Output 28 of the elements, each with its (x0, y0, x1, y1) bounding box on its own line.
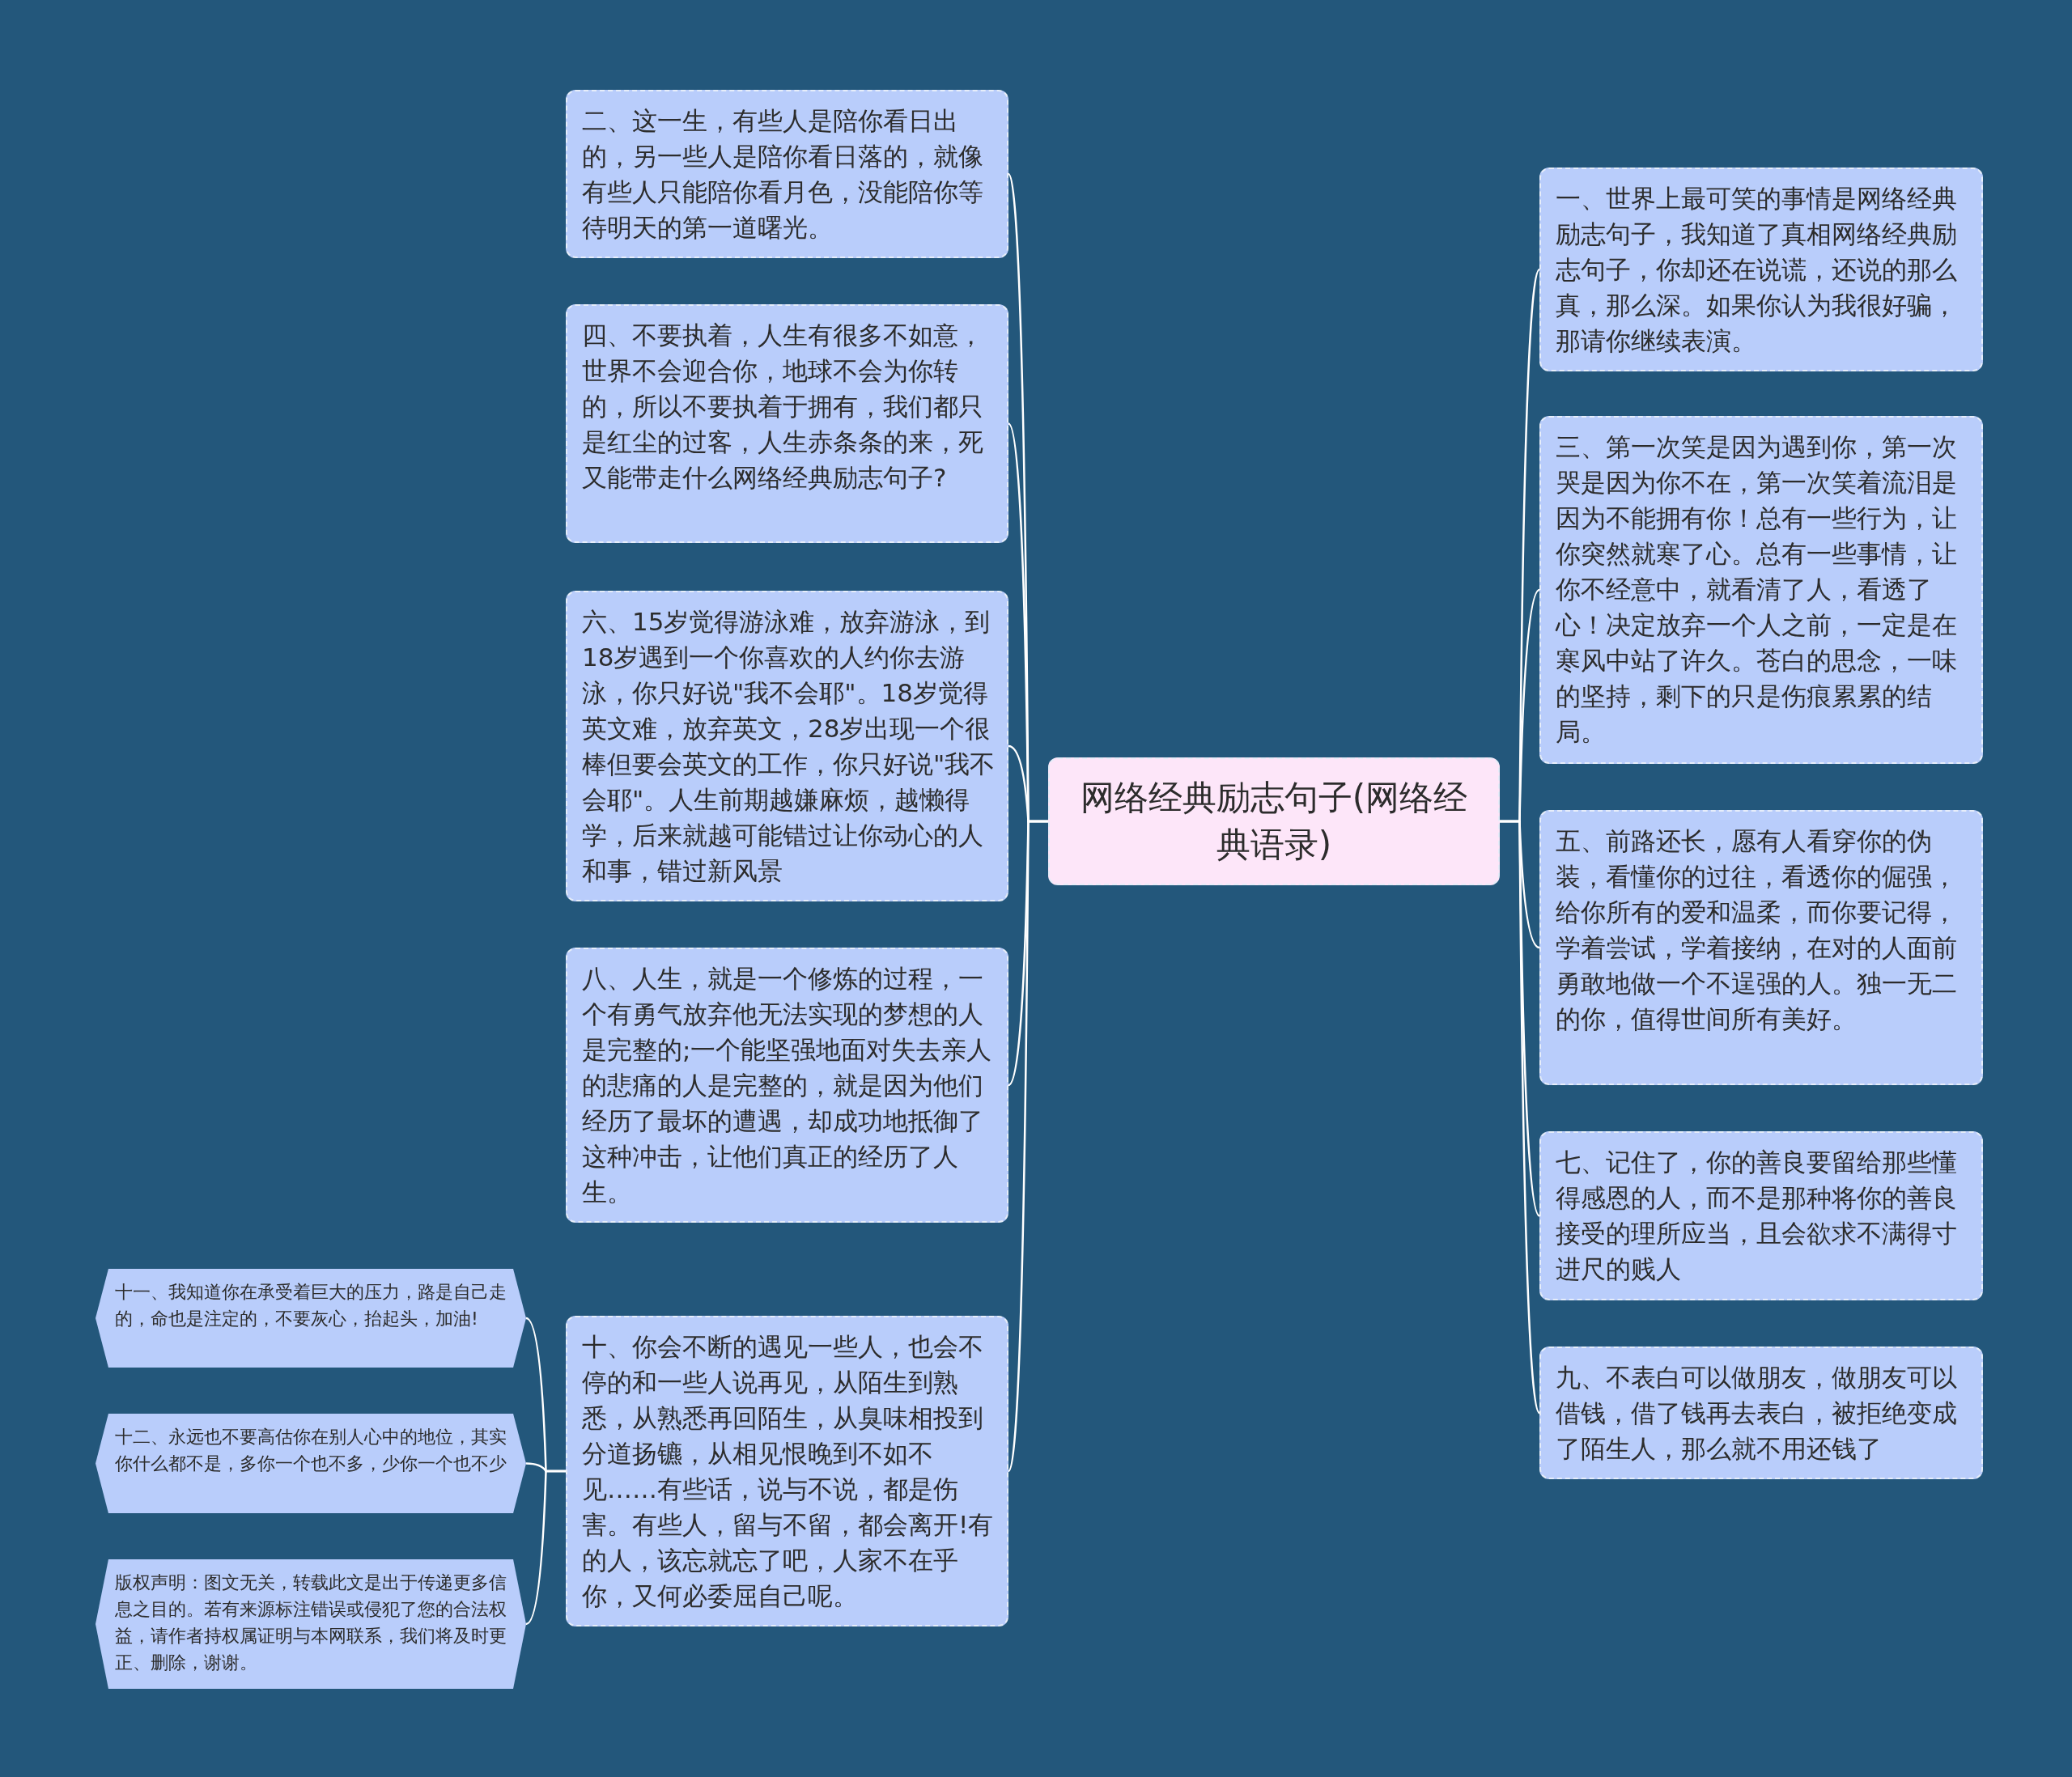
topic-box (566, 948, 1008, 1223)
topic-text: 五、前路还长，愿有人看穿你的伪装，看懂你的过往，看透你的倔强，给你所有的爱和温柔，而你要记得，学着尝试，学着接纳，在对的人面前勇敢地做一个不逞强的人。独一无二的你，值得世间所有美好。 (1556, 825, 1958, 1035)
topic-text: 版权声明：图文无关，转载此文是出于传递更多信息之目的。若有来源标注错误或侵犯了您的合法权益，请作者持权属证明与本网联系，我们将及时更正、删除，谢谢。 (115, 1571, 507, 1674)
topic-text: 四、不要执着，人生有很多不如意，世界不会迎合你，地球不会为你转的，所以不要执着于拥有，我们都只是红尘的过客，人生赤条条的来，死又能带走什么网络经典励志句子? (582, 320, 984, 494)
topic-text: 二、这一生，有些人是陪你看日出的，另一些人是陪你看日落的，就像有些人只能陪你看月色，没能陪你等待明天的第一道曙光。 (582, 105, 984, 244)
topic-text: 十二、永远也不要高估你在别人心中的地位，其实你什么都不是，多你一个也不多，少你一个也不少 (115, 1426, 507, 1475)
topic-text: 十、你会不断的遇见一些人，也会不停的和一些人说再见，从陌生到熟悉，从熟悉再回陌生，从臭味相投到分道扬镳，从相见恨晚到不如不见……有些话，说与不说，都是伤害。有些人，留与不留，都会离开!有的人，该忘就忘了吧，人家不在乎你，又何必委屈自己呢。 (582, 1331, 995, 1612)
connector-line (525, 1470, 566, 1626)
topic-text: 九、不表白可以做朋友，做朋友可以借钱，借了钱再去表白，被拒绝变成了陌生人，那么就不用还钱了 (1556, 1362, 1958, 1465)
topic-box (566, 90, 1008, 258)
topic-box (1539, 416, 1983, 764)
topic-box (1539, 810, 1983, 1085)
topic-box (1539, 1347, 1983, 1479)
central-topic-text: 网络经典励志句子(网络经典语录) (1079, 777, 1469, 866)
topic-text: 三、第一次笑是因为遇到你，第一次哭是因为你不在，第一次笑着流泪是因为不能拥有你！总有一些行为，让你突然就寒了心。总有一些事情，让你不经意中，就看清了人，看透了心！决定放弃一个人之前，一定是在寒风中站了许久。苍白的思念，一味的坚持，剩下的只是伤痕累累的结局。 (1556, 431, 1958, 748)
connector-line (1007, 820, 1048, 1472)
topic-box (1539, 1131, 1983, 1300)
central-topic-box (1048, 757, 1500, 885)
topic-box (566, 591, 1008, 901)
topic-box (1539, 168, 1983, 371)
topic-text: 七、记住了，你的善良要留给那些懂得感恩的人，而不是那种将你的善良接受的理所应当，且会欲求不满得寸进尺的贱人 (1556, 1147, 1958, 1285)
topic-box (566, 1316, 1008, 1626)
topic-text: 十一、我知道你在承受着巨大的压力，路是自己走的，命也是注定的，不要灰心，抬起头，加油! (115, 1281, 507, 1330)
connector-line (1500, 820, 1541, 1414)
topic-text: 八、人生，就是一个修炼的过程，一个有勇气放弃他无法实现的梦想的人是完整的;一个能坚强地面对失去亲人的悲痛的人是完整的，就是因为他们经历了最坏的遭遇，却成功地抵御了这种冲击，让他们真正的经历了人生。 (582, 963, 993, 1208)
topic-box (566, 304, 1008, 543)
topic-text: 一、世界上最可笑的事情是网络经典励志句子，我知道了真相网络经典励志句子，你却还在说谎，还说的那么真，那么深。如果你认为我很好骗，那请你继续表演。 (1556, 183, 1958, 357)
topic-text: 六、15岁觉得游泳难，放弃游泳，到18岁遇到一个你喜欢的人约你去游泳，你只好说"我不会耶"。18岁觉得英文难，放弃英文，28岁出现一个很棒但要会英文的工作，你只好说"我不会耶"。人生前期越嫌麻烦，越懒得学，后来就越可能错过让你动心的人和事，错过新风景 (582, 606, 996, 887)
